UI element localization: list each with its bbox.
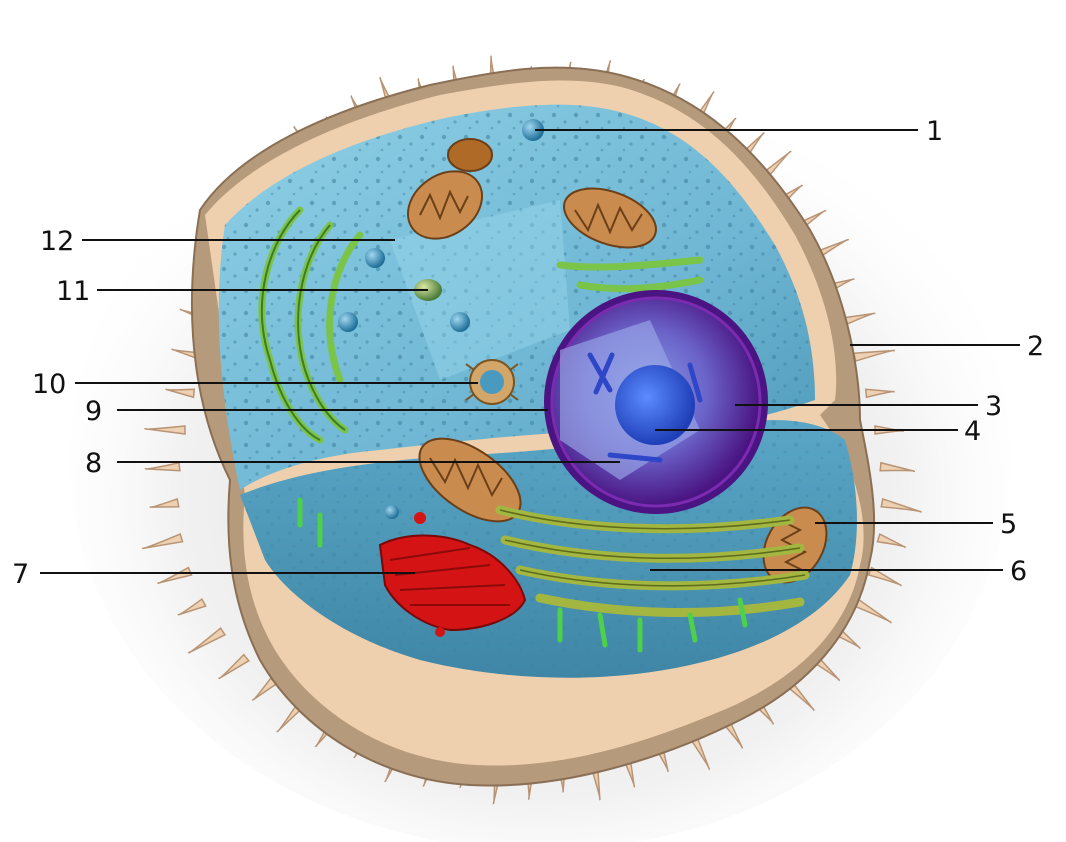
label-9: 9 [85,396,102,427]
label-3: 3 [985,391,1002,422]
label-7: 7 [12,559,29,590]
label-1: 1 [926,116,943,147]
label-12: 12 [40,226,74,257]
label-11: 11 [56,276,90,307]
label-2: 2 [1027,331,1044,362]
mitochondrion-cap [448,139,492,171]
nucleus [544,290,768,514]
label-4: 4 [964,416,981,447]
label-5: 5 [1000,509,1017,540]
label-8: 8 [85,448,102,479]
label-6: 6 [1010,556,1027,587]
nucleolus [615,365,695,445]
label-10: 10 [32,369,66,400]
